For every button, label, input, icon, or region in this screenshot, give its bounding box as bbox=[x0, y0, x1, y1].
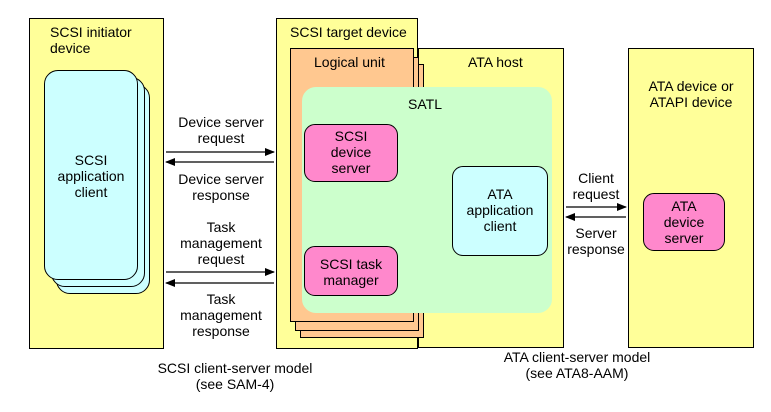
ata-device-server-label: ATA device server bbox=[663, 198, 705, 246]
logical-unit-label: Logical unit bbox=[314, 54, 385, 70]
application-client-label: SCSI application client bbox=[57, 152, 125, 200]
satl-label: SATL bbox=[408, 96, 442, 112]
scsi-model-caption: SCSI client-server model (see SAM-4) bbox=[157, 360, 313, 392]
scsi-task-manager bbox=[304, 246, 398, 296]
target-title: SCSI target device bbox=[290, 24, 407, 40]
task-manager-label: SCSI task manager bbox=[319, 256, 383, 288]
ata-application-client bbox=[452, 166, 548, 256]
tm-response-label: Task management response bbox=[180, 291, 262, 339]
device-server-label: SCSI device server bbox=[330, 128, 372, 176]
ata-device-title: ATA device or ATAPI device bbox=[648, 78, 734, 110]
scsi-device-server bbox=[304, 124, 398, 182]
scsi-application-client bbox=[44, 70, 138, 280]
ata-device-server bbox=[643, 193, 725, 251]
ata-application-client-label: ATA application client bbox=[466, 186, 534, 234]
ds-response-label: Device server response bbox=[178, 171, 264, 203]
ata-model-caption: ATA client-server model (see ATA8-AAM) bbox=[503, 349, 651, 381]
client-request-label: Client request bbox=[572, 170, 620, 202]
ata-host-title: ATA host bbox=[468, 54, 523, 70]
tm-request-label: Task management request bbox=[180, 219, 262, 267]
initiator-title: SCSI initiator device bbox=[50, 24, 132, 56]
server-response-label: Server response bbox=[567, 225, 625, 257]
ds-request-label: Device server request bbox=[178, 114, 264, 146]
